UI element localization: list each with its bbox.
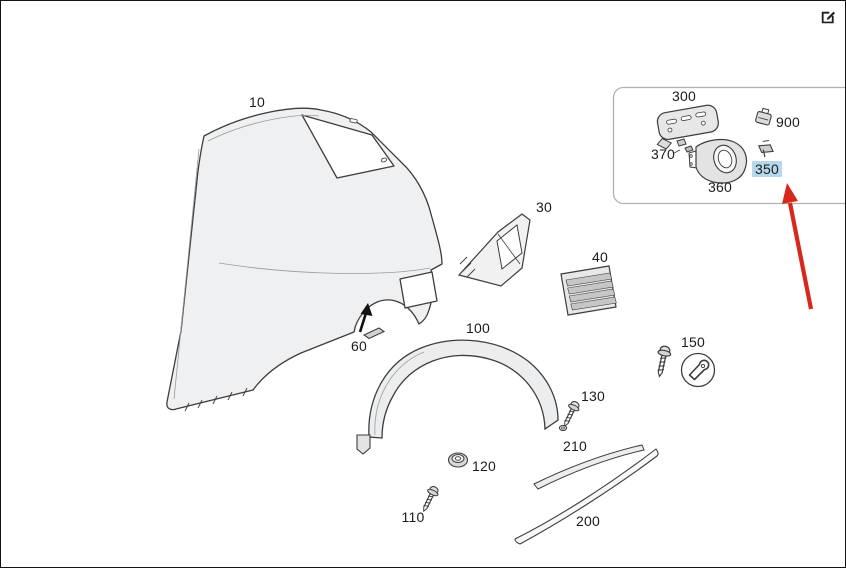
screw-150-art [652,344,716,388]
vent-grille-40-art [560,265,617,316]
edit-icon [821,11,835,23]
fuel-flap-300-art [656,104,719,150]
wheel-arch-liner-100-art [356,339,559,455]
grommet-120-art [447,452,469,468]
part-label-350-highlighted: 350 [752,161,782,177]
part-label-370: 370 [651,146,675,162]
edit-button[interactable] [818,5,840,27]
part-label-300: 300 [672,88,696,104]
arch-trim-200-art [514,448,659,545]
part-label-200: 200 [576,513,600,529]
filler-housing-360-art [688,138,748,184]
seal-strip-210-art [533,444,645,490]
inset-panel-border [612,86,845,205]
clip-350-art [757,140,774,158]
part-label-900: 900 [776,114,800,130]
part-label-10: 10 [249,94,265,110]
quarter-panel-art [166,107,443,412]
part-label-30: 30 [536,199,552,215]
clip-60-art [358,303,386,340]
red-arrow-pointer [782,183,814,310]
part-label-120: 120 [472,458,496,474]
part-label-40: 40 [592,249,608,265]
part-label-110: 110 [401,509,425,525]
clip-900-art [755,107,772,126]
bracket-30-art [457,213,531,287]
part-label-360: 360 [708,179,732,195]
part-label-60: 60 [351,338,367,354]
wrench-icon [680,352,716,388]
part-label-150: 150 [681,334,705,350]
part-label-130: 130 [581,388,605,404]
screw-130-art [558,399,582,432]
part-label-210: 210 [563,438,587,454]
clip-370-art [673,138,694,154]
part-label-100: 100 [466,320,490,336]
